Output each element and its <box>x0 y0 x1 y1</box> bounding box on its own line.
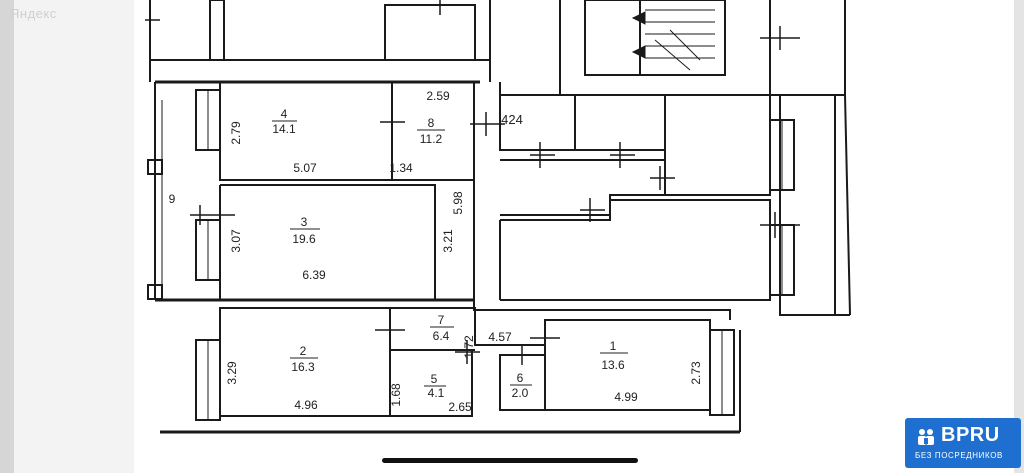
dim-1-68: 1.68 <box>389 383 403 407</box>
room-4-number: 4 <box>281 107 288 121</box>
room-5-number: 5 <box>431 372 438 386</box>
left-margin <box>0 0 14 473</box>
dimension-labels: 2.79 2.59 424 5.07 1.34 5.98 3.07 3.21 6… <box>225 89 703 414</box>
dim-2-79: 2.79 <box>229 121 243 145</box>
dim-4-99: 4.99 <box>614 390 638 404</box>
room-8-area: 11.2 <box>420 132 443 146</box>
dim-1-72: 1.72 <box>462 335 476 359</box>
staircase <box>631 9 715 71</box>
left-gutter <box>14 0 134 473</box>
dim-6-39: 6.39 <box>302 268 326 282</box>
dim-3-29: 3.29 <box>225 361 239 385</box>
room-6-number: 6 <box>517 371 524 385</box>
people-icon <box>918 429 934 445</box>
dim-3-21: 3.21 <box>441 229 455 253</box>
dim-1-34: 1.34 <box>389 161 413 175</box>
room-labels: 4 14.1 8 11.2 3 19.6 7 6.4 2 16.3 5 4.1 … <box>169 107 628 400</box>
right-margin <box>1014 0 1024 473</box>
watermark-text: Яндекс <box>10 6 57 21</box>
home-indicator[interactable] <box>382 458 638 463</box>
room-8-number: 8 <box>428 116 435 130</box>
door-marks <box>145 0 800 365</box>
room-2-area: 16.3 <box>291 360 315 374</box>
room-1-number: 1 <box>610 339 617 353</box>
dim-2-73: 2.73 <box>689 361 703 385</box>
room-6-area: 2.0 <box>512 386 529 400</box>
room-1-area: 13.6 <box>601 358 625 372</box>
room-7-area: 6.4 <box>433 329 450 343</box>
walls <box>147 0 851 434</box>
room-5-area: 4.1 <box>428 386 445 400</box>
dim-4-57: 4.57 <box>488 330 512 344</box>
room-2-number: 2 <box>300 344 307 358</box>
room-7-number: 7 <box>438 313 445 327</box>
room-9-number: 9 <box>169 192 176 206</box>
dim-5-98: 5.98 <box>451 191 465 215</box>
logo-tagline: БЕЗ ПОСРЕДНИКОВ <box>915 451 1003 460</box>
logo-brand-text: BPRU <box>941 424 1000 446</box>
dim-5-07: 5.07 <box>293 161 317 175</box>
bpru-logo[interactable]: BPRU БЕЗ ПОСРЕДНИКОВ <box>905 418 1021 468</box>
room-3-number: 3 <box>301 215 308 229</box>
room-4-area: 14.1 <box>272 122 296 136</box>
dim-2-65: 2.65 <box>448 400 472 414</box>
dim-2-59: 2.59 <box>426 89 450 103</box>
dim-424: 424 <box>501 112 523 127</box>
room-3-area: 19.6 <box>292 232 316 246</box>
dim-4-96: 4.96 <box>294 398 318 412</box>
dim-3-07: 3.07 <box>229 229 243 253</box>
